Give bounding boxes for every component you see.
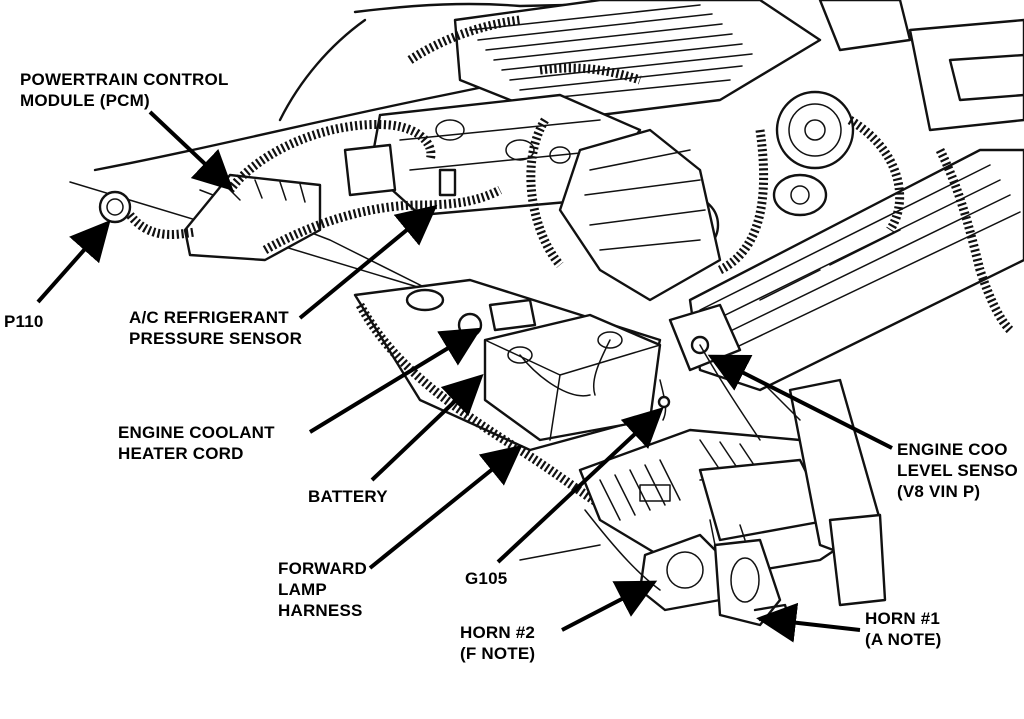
forward-lamp-label: FORWARD LAMP HARNESS xyxy=(278,559,372,620)
engine-line-art xyxy=(69,0,1024,627)
p110-arrow xyxy=(36,220,111,304)
horn1-label: HORN #1 (A NOTE) xyxy=(865,609,945,649)
battery-arrow xyxy=(370,373,484,482)
pcm-label: POWERTRAIN CONTROL MODULE (PCM) xyxy=(20,70,233,110)
horn2-arrow xyxy=(561,580,658,632)
horn1-arrow xyxy=(756,602,861,643)
horn2-label: HORN #2 (F NOTE) xyxy=(460,623,540,663)
coolant-level-arrow xyxy=(707,354,893,450)
coolant-cord-label: ENGINE COOLANT HEATER CORD xyxy=(118,423,280,463)
p110-label: P110 xyxy=(4,312,44,331)
coolant-cord-arrow xyxy=(308,327,482,434)
g105-arrow xyxy=(496,407,664,564)
pcm-arrow xyxy=(148,110,234,191)
callout-arrows xyxy=(36,110,893,643)
coolant-level-label: ENGINE COO LEVEL SENSO (V8 VIN P) xyxy=(897,440,1023,501)
g105-label: G105 xyxy=(465,569,507,588)
callout-labels: POWERTRAIN CONTROL MODULE (PCM) P110 A/C… xyxy=(4,70,1023,663)
battery-label: BATTERY xyxy=(308,487,388,506)
ac-sensor-arrow xyxy=(298,204,438,320)
forward-lamp-arrow xyxy=(368,444,523,570)
ac-sensor-label: A/C REFRIGERANT PRESSURE SENSOR xyxy=(129,308,302,348)
